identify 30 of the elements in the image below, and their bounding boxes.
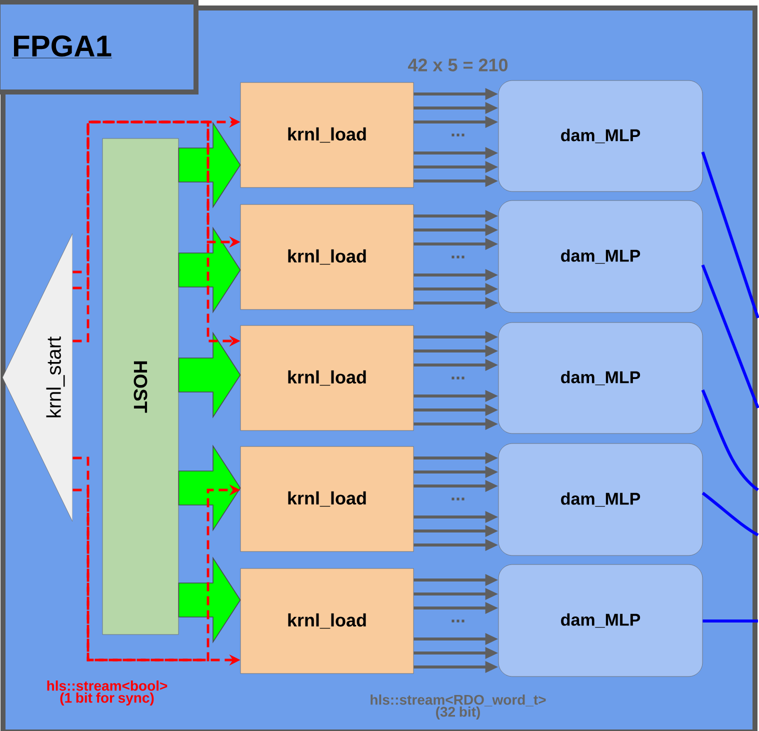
kernel-box: krnl_load — [240, 446, 414, 552]
block-arrow — [178, 226, 241, 314]
mlp-box: dam_MLP — [498, 443, 703, 556]
mlp-box: dam_MLP — [498, 564, 703, 677]
ellipsis-dots: ... — [452, 376, 464, 380]
start-triangle: krnl_start — [2, 234, 72, 522]
kernel-box: krnl_load — [240, 325, 414, 431]
block-arrow — [178, 122, 241, 208]
mlp-box: dam_MLP — [498, 200, 703, 313]
mlp-box: dam_MLP — [498, 322, 703, 434]
kernel-box: krnl_load — [240, 204, 414, 310]
block-arrow — [178, 444, 241, 532]
ellipsis-dots: ... — [452, 256, 464, 258]
ellipsis-dots: ... — [452, 498, 464, 500]
block-arrow — [178, 556, 241, 644]
stream-note: hls::stream<bool> (1 bit for sync) — [47, 680, 168, 706]
line — [702, 492, 759, 536]
stream-note: hls::stream<RDO_word_t> (32 bit) — [370, 694, 546, 720]
line — [702, 620, 758, 622]
ellipsis-dots: ... — [452, 134, 464, 136]
ellipsis-dots: ... — [452, 620, 464, 622]
line — [701, 152, 759, 318]
mlp-box: dam_MLP — [498, 80, 703, 192]
kernel-box: krnl_load — [240, 568, 414, 674]
host-box: HOST — [102, 138, 179, 635]
line — [701, 389, 759, 492]
kernel-box: krnl_load — [240, 82, 414, 188]
block-arrow — [178, 332, 241, 418]
dimension-text: 42 x 5 = 210 — [408, 58, 508, 72]
line — [701, 264, 759, 409]
